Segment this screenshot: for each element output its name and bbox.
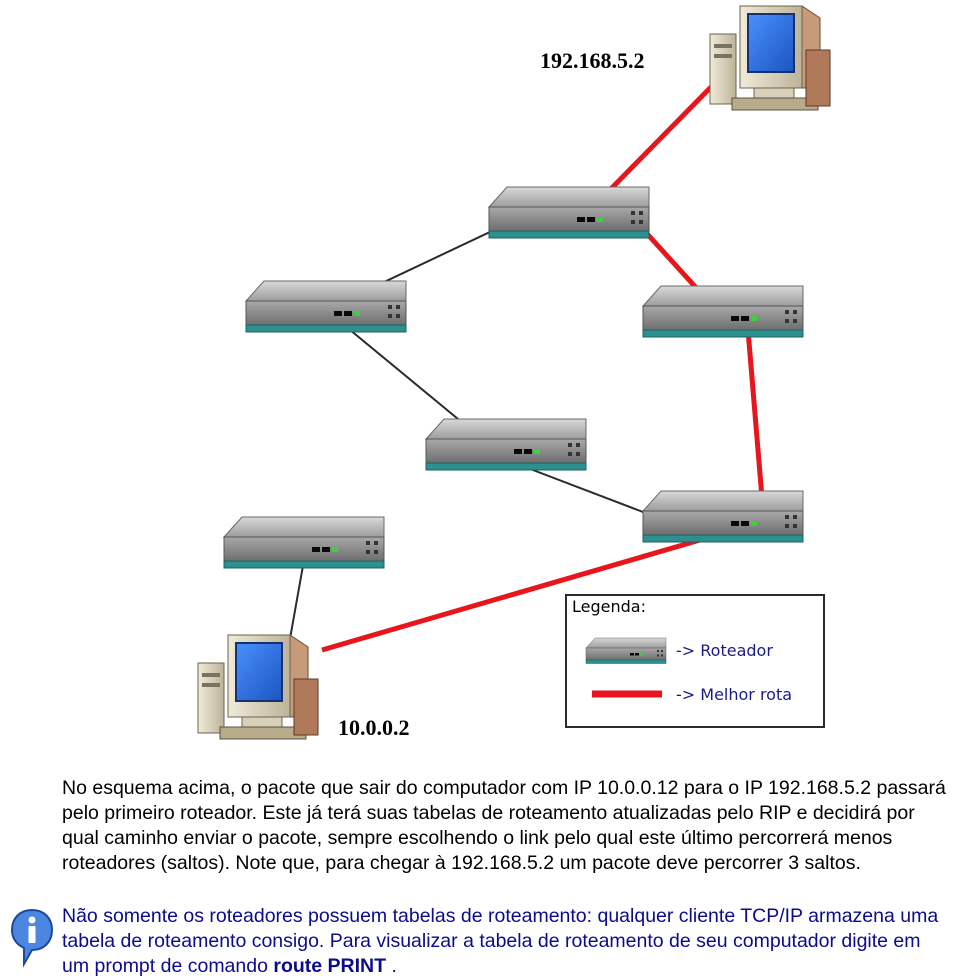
link-r6-r3 xyxy=(745,329,765,499)
link-r1-dest xyxy=(596,82,716,204)
router-r2 xyxy=(245,280,407,333)
legend-router-label: -> Roteador xyxy=(676,641,773,660)
link-r1-r3 xyxy=(638,224,702,294)
note-end: . xyxy=(386,955,397,977)
router-r3 xyxy=(642,285,804,338)
source-ip-label: 10.0.0.2 xyxy=(338,715,410,740)
computer-source xyxy=(197,634,319,740)
legend-router-icon xyxy=(585,637,667,664)
note-paragraph: Não somente os roteadores possuem tabela… xyxy=(62,904,946,979)
network-diagram: 192.168.5.2 10.0.0.2 Legenda: -> Roteado… xyxy=(197,5,831,740)
legend-title: Legenda: xyxy=(572,597,646,616)
dest-ip-label: 192.168.5.2 xyxy=(540,48,645,73)
command-text: route PRINT xyxy=(273,955,387,977)
computer-destination xyxy=(709,5,831,111)
explanation-paragraph: No esquema acima, o pacote que sair do c… xyxy=(62,777,946,874)
info-icon xyxy=(10,908,54,968)
router-r5 xyxy=(223,516,385,569)
router-r6 xyxy=(642,490,804,543)
note-text: Não somente os roteadores possuem tabela… xyxy=(62,905,939,977)
router-r1 xyxy=(488,186,650,239)
legend-box: Legenda: -> Roteador -> Melhor rota xyxy=(565,594,825,728)
router-r4 xyxy=(425,418,587,471)
legend-best-route-label: -> Melhor rota xyxy=(676,685,792,704)
link-src-r6 xyxy=(321,537,701,653)
